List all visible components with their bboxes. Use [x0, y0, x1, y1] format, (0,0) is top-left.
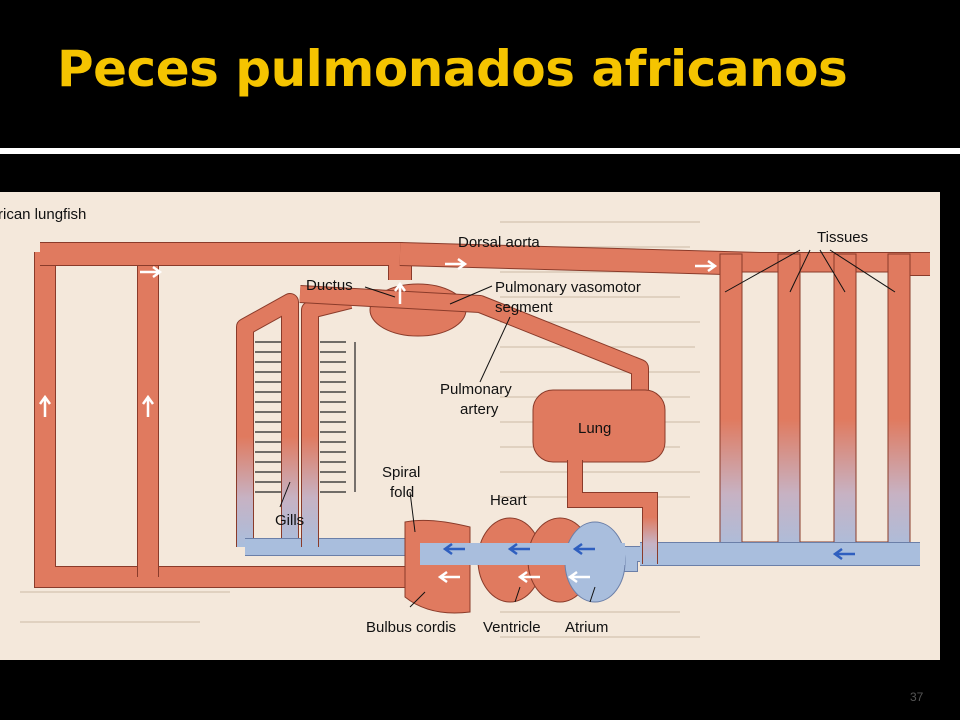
label-gills: Gills — [275, 512, 304, 529]
label-tissues: Tissues — [817, 229, 868, 246]
lung-organ — [532, 389, 666, 564]
flow-arrows — [38, 257, 855, 584]
label-pulmonary-artery-1: Pulmonary — [440, 381, 512, 398]
label-lung: Lung — [578, 420, 611, 437]
page-number: 37 — [910, 690, 924, 704]
slide-title: Peces pulmonados africanos — [57, 40, 848, 98]
caption-fragment: rican lungfish — [0, 206, 86, 223]
dorsal-aorta — [40, 242, 930, 280]
tissue-capillary-beds — [640, 253, 920, 566]
leader-lines — [279, 249, 896, 608]
label-fold: fold — [390, 484, 414, 501]
label-pulmonary-artery-2: artery — [460, 401, 499, 418]
label-ventricle: Ventricle — [483, 619, 541, 636]
circulation-diagram: rican lungfish Dorsal aorta Tissues Duct… — [0, 192, 940, 660]
label-bulbus-cordis: Bulbus cordis — [366, 619, 456, 636]
label-spiral: Spiral — [382, 464, 420, 481]
label-dorsal-aorta: Dorsal aorta — [458, 234, 540, 251]
heart — [404, 517, 626, 614]
label-heart: Heart — [490, 492, 528, 509]
gill-circuit — [236, 291, 420, 556]
title-divider — [0, 148, 960, 154]
label-ductus: Ductus — [306, 277, 353, 294]
label-atrium: Atrium — [565, 619, 608, 636]
label-pulmonary-vasomotor-segment: segment — [495, 299, 553, 316]
diagram-svg: rican lungfish Dorsal aorta Tissues Duct… — [0, 206, 930, 638]
label-pulmonary-vasomotor: Pulmonary vasomotor — [495, 279, 641, 296]
ductus-vessel — [299, 283, 649, 392]
gill-filaments — [255, 341, 356, 493]
